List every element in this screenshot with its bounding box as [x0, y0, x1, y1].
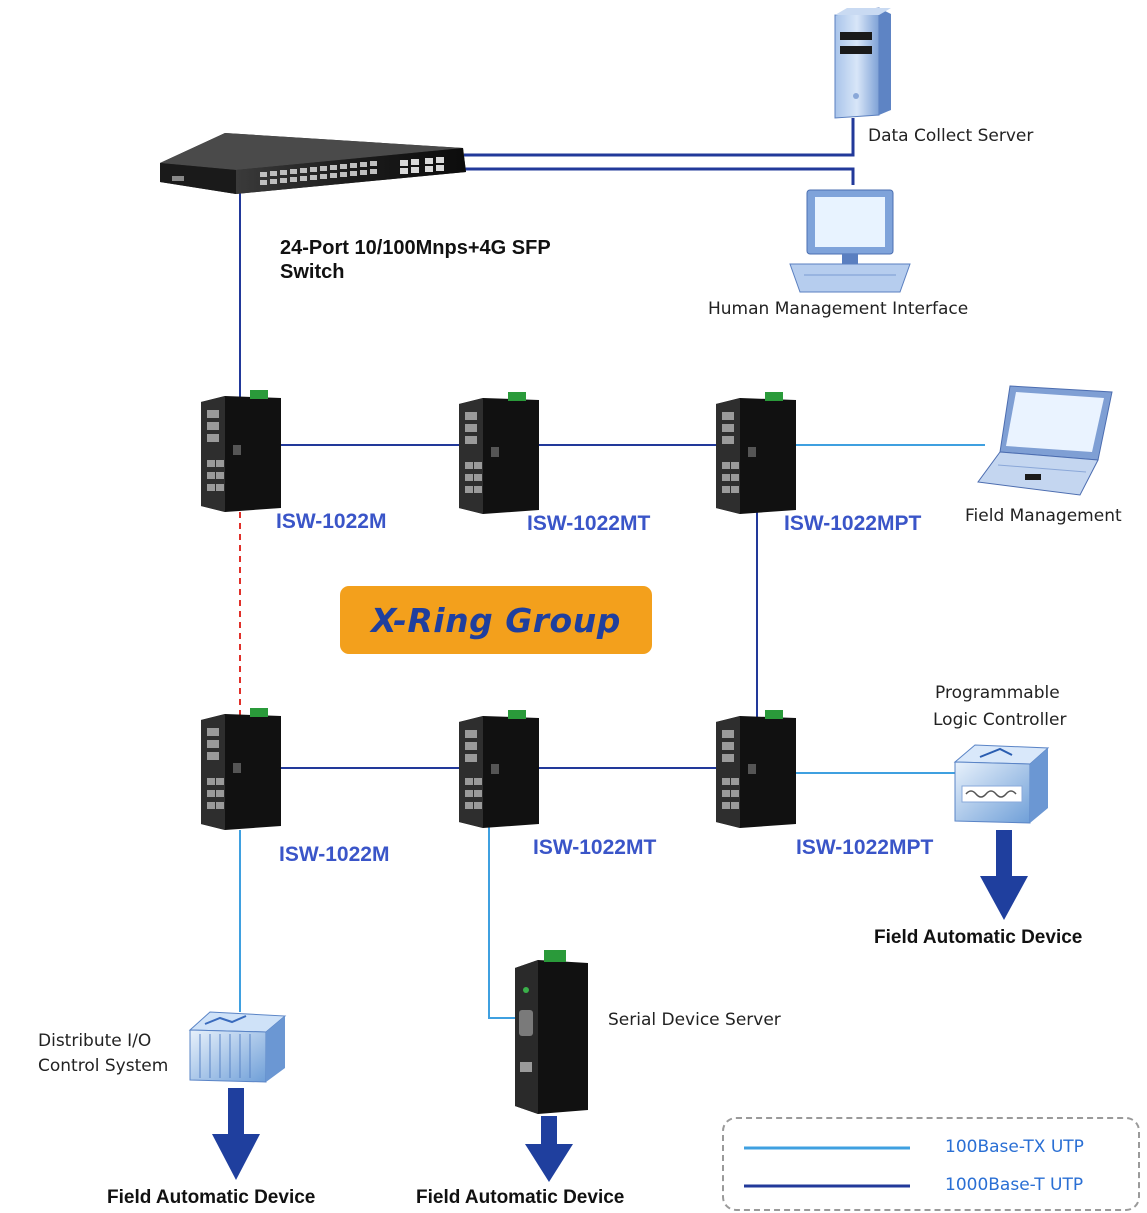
plc-label-line1: Programmable	[935, 683, 1060, 703]
down-arrow-icon	[212, 1088, 260, 1180]
switch-label-top-mid: ISW-1022MT	[527, 512, 651, 535]
arrows	[212, 830, 1028, 1182]
serial-device-server-icon	[515, 950, 588, 1114]
dio-label-line2: Control System	[38, 1056, 169, 1076]
plc-label-line2: Logic Controller	[933, 710, 1067, 730]
din-switch-bot-mid-icon	[459, 710, 539, 828]
legend-label-1000base: 1000Base-T UTP	[945, 1175, 1084, 1195]
din-switch-bot-left-icon	[201, 708, 281, 830]
legend-label-100base: 100Base-TX UTP	[945, 1137, 1084, 1157]
link-core-to-hmi	[464, 167, 855, 185]
switch-label-bot-mid: ISW-1022MT	[533, 836, 657, 859]
link-serial-server	[488, 826, 518, 1019]
down-arrow-icon	[525, 1116, 573, 1182]
field-device-label-middle: Field Automatic Device	[416, 1187, 625, 1208]
serial-device-server-label: Serial Device Server	[608, 1010, 781, 1030]
switch-label-bot-left: ISW-1022M	[279, 843, 390, 866]
data-collect-server-label: Data Collect Server	[868, 126, 1034, 146]
x-ring-group-label: X-Ring Group	[340, 586, 652, 654]
hmi-label: Human Management Interface	[708, 299, 969, 319]
plc-icon	[953, 744, 1050, 824]
field-device-label-right: Field Automatic Device	[874, 927, 1083, 948]
legend	[722, 1117, 1140, 1211]
switch-label-top-right: ISW-1022MPT	[784, 512, 922, 535]
din-switch-bot-right-icon	[716, 710, 796, 828]
core-switch-icon	[160, 133, 466, 194]
field-device-label-left: Field Automatic Device	[107, 1187, 316, 1208]
switch-label-top-left: ISW-1022M	[276, 510, 387, 533]
switch-label-bot-right: ISW-1022MPT	[796, 836, 934, 859]
core-switch-label: 24-Port 10/100Mnps+4G SFP Switch	[280, 236, 551, 284]
field-management-label: Field Management	[965, 506, 1122, 526]
din-switch-top-right-icon	[716, 392, 796, 514]
links	[239, 118, 985, 1019]
din-switch-top-left-icon	[201, 390, 281, 512]
dio-label-line1: Distribute I/O	[38, 1031, 152, 1051]
laptop-icon	[977, 385, 1113, 496]
down-arrow-icon	[980, 830, 1028, 920]
link-core-to-data-server	[464, 118, 855, 157]
server-tower-icon	[834, 7, 891, 119]
desktop-computer-icon	[789, 189, 911, 293]
din-switch-top-mid-icon	[459, 392, 539, 514]
core-switch-label-line1: 24-Port 10/100Mnps+4G SFP	[280, 237, 551, 259]
distributed-io-icon	[188, 1011, 287, 1083]
core-switch-label-line2: Switch	[280, 261, 345, 283]
